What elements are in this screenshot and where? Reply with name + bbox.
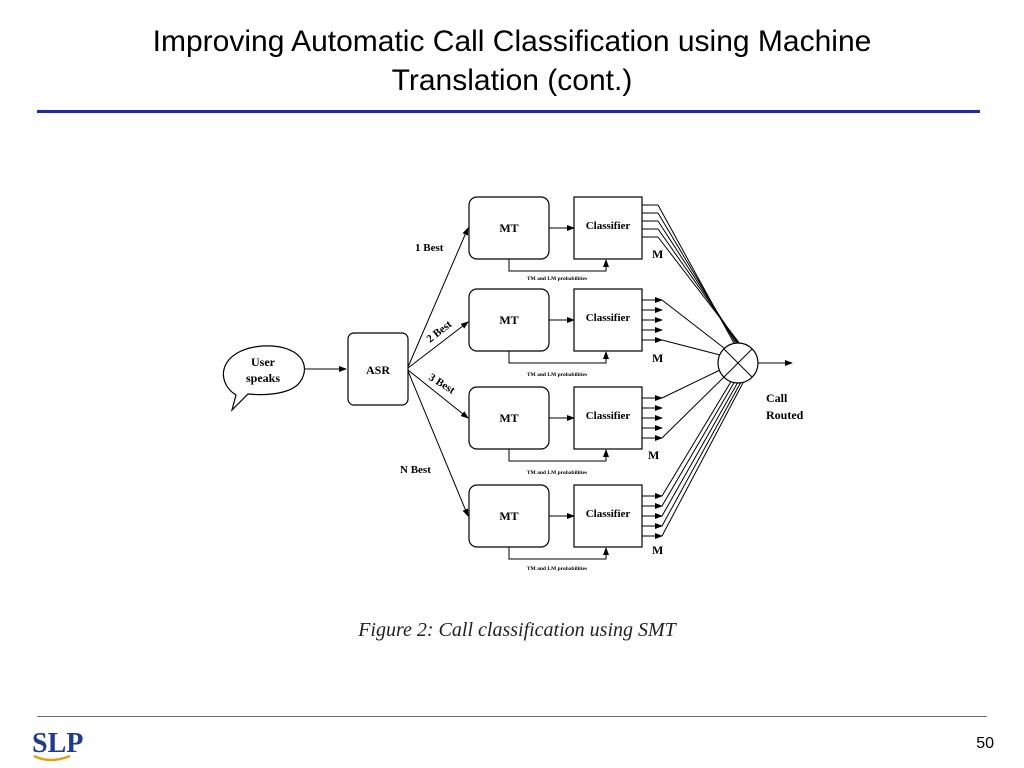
classifier-label: Classifier [586,410,631,422]
mt-label: MT [499,313,518,327]
asr-to-mt2-arrow [407,321,469,369]
prob-label: TM and LM probabilities [527,566,587,572]
slide-title: Improving Automatic Call Classification … [60,22,964,100]
classifier-label: Classifier [586,220,631,232]
path-label-nbest: N Best [400,464,431,476]
branch-n: MT Classifier M TM and LM probabilities [468,484,663,572]
asr-to-mtn-arrow [407,370,469,517]
mt-label: MT [499,221,518,235]
combiner-input-lines [657,204,748,537]
classifier-label: Classifier [586,508,631,520]
m-label: M [652,247,663,261]
path-label-1best: 1 Best [415,242,444,254]
title-rule [37,110,980,113]
mt-label: MT [499,411,518,425]
probability-feedback-arrow [508,547,609,560]
output-label-line2: Routed [766,408,804,422]
branch-1: MT Classifier M TM and LM probabilities [468,196,663,282]
prob-label: TM and LM probabilities [527,470,587,476]
slide-title-line2: Translation (cont.) [391,64,633,97]
classifier-box [573,288,643,352]
probability-feedback-arrow [508,449,609,462]
slp-logo: SLP [32,728,83,762]
branch-2: MT Classifier M TM and LM probabilities [468,288,663,378]
m-label: M [648,448,659,462]
probability-feedback-arrow [508,351,609,364]
path-label-3best: 3 Best [426,371,457,396]
branch-3: MT Classifier M TM and LM probabilities [468,386,663,476]
page-number: 50 [976,735,994,752]
footer-rule [37,716,987,717]
classifier-label: Classifier [586,312,631,324]
output-label-line1: Call [766,391,788,405]
m-label: M [652,351,663,365]
classifier-box [573,484,643,548]
mt-label: MT [499,509,518,523]
combiner-node [717,342,759,384]
path-label-2best: 2 Best [424,318,454,345]
m-label: M [652,543,663,557]
asr-label: ASR [366,363,390,377]
logo-text: SLP [32,728,83,759]
prob-label: TM and LM probabilities [527,276,587,282]
slide-title-line1: Improving Automatic Call Classification … [152,25,872,58]
figure-caption: Figure 2: Call classification using SMT [357,619,677,641]
asr-to-mt3-arrow [407,369,469,419]
asr-box: ASR [347,332,409,406]
user-bubble-line1: User [251,355,276,369]
user-speaks-bubble: User speaks [222,345,305,413]
user-bubble-line2: speaks [246,371,280,385]
prob-label: TM and LM probabilities [527,372,587,378]
probability-feedback-arrow [508,259,609,272]
asr-to-mt1-arrow [407,227,469,368]
